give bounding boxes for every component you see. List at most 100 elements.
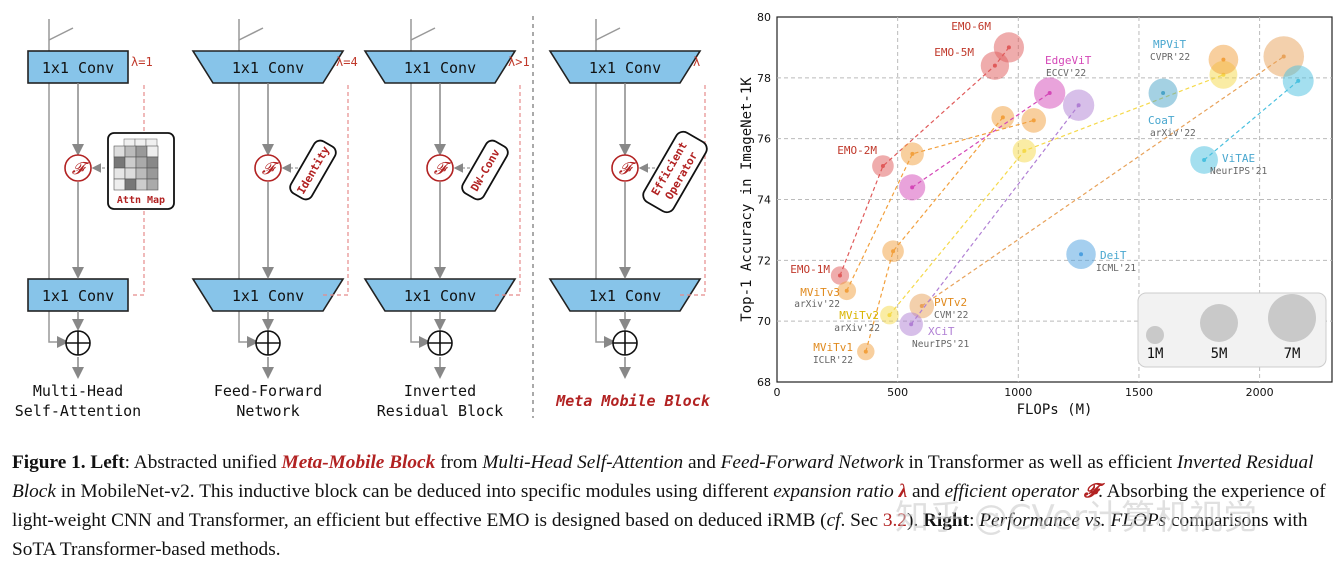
data-point — [1202, 157, 1207, 162]
attn-cell — [135, 145, 148, 158]
x-tick-label: 1000 — [1004, 386, 1032, 399]
series-venue-deit: ICML'21 — [1096, 263, 1136, 274]
x-tick-label: 1500 — [1125, 386, 1153, 399]
skip-connection — [410, 40, 431, 348]
caption-text: and — [907, 481, 945, 502]
attn-cell — [124, 167, 137, 180]
legend-label: 1M — [1147, 346, 1164, 362]
series-venue-mvitv1: ICLR'22 — [813, 355, 853, 366]
y-tick-label: 80 — [757, 11, 771, 24]
data-point — [1296, 78, 1301, 83]
data-point — [863, 349, 868, 354]
block-name: Feed-Forward — [214, 382, 322, 400]
legend-bubble — [1200, 304, 1238, 342]
series-venue-vitae: NeurIPS'21 — [1210, 166, 1267, 177]
attn-cell — [113, 178, 126, 191]
data-point — [891, 249, 896, 254]
series-venue-coat: arXiv'22 — [1150, 128, 1196, 139]
series-name-mpvit: MPViT — [1153, 38, 1186, 51]
block-name: Inverted — [404, 382, 476, 400]
attn-cell — [146, 156, 159, 169]
series-venue-mvitv3: arXiv'22 — [794, 299, 840, 310]
y-axis-label: Top-1 Accuracy in ImageNet-1K — [739, 77, 755, 322]
skip-connection — [48, 40, 69, 348]
attn-map-label: Attn Map — [117, 195, 165, 206]
caption-text: and — [683, 452, 721, 473]
series-venue-mvitv2: arXiv'22 — [834, 323, 880, 334]
dashed-path — [320, 85, 349, 296]
series-xcit — [899, 89, 1095, 337]
data-point — [1221, 57, 1226, 62]
caption-text: in Transformer as well as efficient — [903, 452, 1177, 473]
legend-label: 5M — [1211, 346, 1228, 362]
data-point — [992, 63, 997, 68]
conv-top-box — [548, 50, 702, 84]
data-point — [1022, 148, 1027, 153]
dashed-path — [492, 85, 521, 296]
caption-f-symbol: 𝓕 — [1083, 481, 1099, 502]
series-name-edgevit: EdgeViT — [1045, 54, 1092, 67]
conv-bottom-box — [27, 278, 129, 312]
attn-cell — [135, 156, 148, 169]
data-point — [1161, 91, 1166, 96]
operator-box — [642, 130, 708, 214]
x-tick-label: 500 — [887, 386, 908, 399]
caption-expansion-ratio: expansion ratio — [773, 481, 894, 502]
conv-top-box — [363, 50, 517, 84]
emo-1m-label: EMO-1M — [790, 263, 830, 276]
series-name-vitae: ViTAE — [1222, 152, 1255, 165]
emo-5m-label: EMO-5M — [934, 46, 974, 59]
input-line — [410, 27, 436, 41]
series-mpvit — [1208, 44, 1239, 75]
caption-lambda: λ — [898, 481, 908, 502]
data-point — [909, 322, 914, 327]
series-name-mvitv3: MViTv3 — [800, 286, 840, 299]
caption-section-link[interactable]: 3.2 — [882, 510, 907, 531]
series-line — [921, 56, 1285, 307]
operator-f-circle — [64, 154, 92, 182]
attn-cell — [135, 178, 148, 191]
series-venue-edgevit: ECCV'22 — [1046, 68, 1086, 79]
attn-cell — [135, 167, 148, 180]
attn-cell — [113, 145, 126, 158]
series-line — [839, 47, 1010, 276]
lambda-label: λ=1 — [131, 55, 153, 69]
series-name-mvitv1: MViTv1 — [813, 341, 853, 354]
series-name-deit: DeiT — [1100, 249, 1127, 262]
data-point — [1281, 54, 1286, 59]
data-point — [887, 313, 892, 318]
data-point — [1000, 115, 1005, 120]
caption-cf: cf — [826, 510, 841, 531]
series-deit — [1066, 239, 1096, 269]
data-point — [1079, 252, 1084, 257]
skip-connection — [238, 40, 259, 348]
legend-bubble — [1268, 294, 1316, 342]
conv-bottom-label: 1x1 Conv — [42, 287, 114, 305]
data-point — [1006, 45, 1011, 50]
operator-f-circle — [254, 154, 282, 182]
conv-top-label: 1x1 Conv — [589, 59, 661, 77]
series-mvitv2 — [880, 60, 1238, 325]
y-tick-label: 70 — [757, 315, 771, 328]
data-point — [1047, 91, 1052, 96]
legend-bubble — [1146, 326, 1164, 344]
operator-box-group: Identity — [289, 139, 337, 201]
operator-f-circle — [611, 154, 639, 182]
caption-left: Left — [90, 452, 125, 473]
data-point — [919, 303, 924, 308]
series-name-xcit: XCiT — [928, 325, 955, 338]
data-point — [844, 288, 849, 293]
figure-caption: Figure 1. Left: Abstracted unified Meta-… — [12, 448, 1334, 564]
y-tick-label: 68 — [757, 376, 771, 389]
x-tick-label: 2000 — [1246, 386, 1274, 399]
y-tick-label: 76 — [757, 133, 771, 146]
series-vitae — [1190, 65, 1314, 174]
attn-cell — [146, 178, 159, 191]
conv-bottom-box — [191, 278, 345, 312]
input-line — [238, 27, 264, 41]
series-coat — [1148, 78, 1178, 108]
